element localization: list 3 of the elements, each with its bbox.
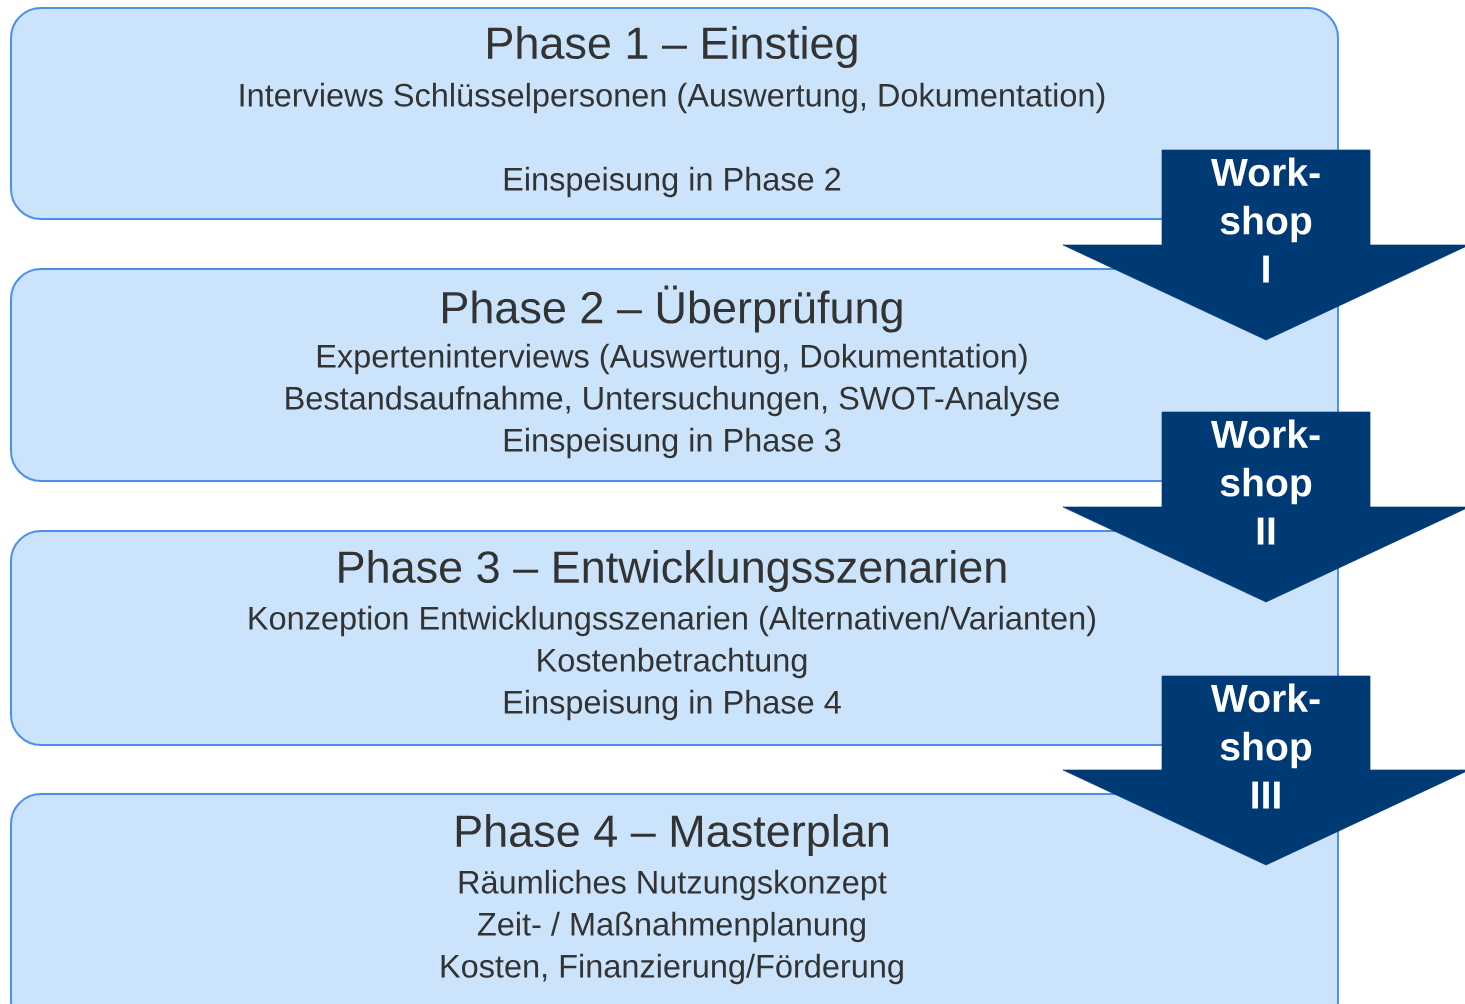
block-arrow <box>1062 411 1465 603</box>
block-arrow <box>1062 675 1465 866</box>
block-arrow <box>1062 149 1465 341</box>
